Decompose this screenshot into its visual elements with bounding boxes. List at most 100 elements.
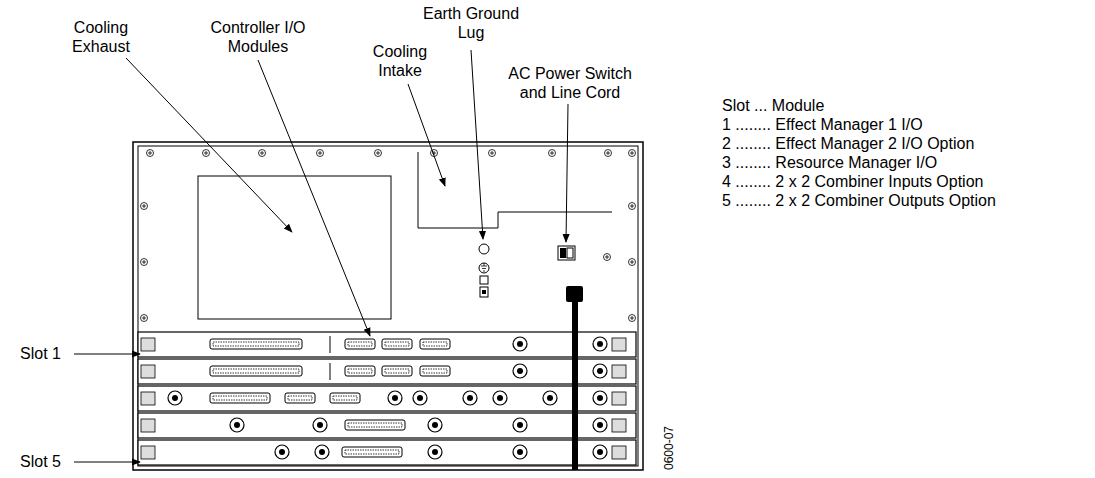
panel-graphic xyxy=(612,365,626,378)
panel-graphic xyxy=(547,395,553,401)
panel-graphic xyxy=(74,462,140,463)
callout-label: Earth Ground Lug xyxy=(416,4,526,42)
panel-graphic xyxy=(482,290,486,294)
panel-graphic xyxy=(141,338,155,351)
panel-graphic xyxy=(333,396,357,400)
legend-heading: Slot ... Module xyxy=(722,96,824,115)
panel-graphic xyxy=(275,445,289,459)
panel-graphic xyxy=(234,422,240,428)
panel-graphic xyxy=(612,338,626,351)
panel-graphic xyxy=(517,368,523,374)
panel-graphic xyxy=(348,369,372,373)
slot-entry: 5 ........ 2 x 2 Combiner Outputs Option xyxy=(722,191,996,210)
panel-graphic xyxy=(593,364,607,378)
panel-graphic xyxy=(428,445,442,459)
panel-graphic xyxy=(593,337,607,351)
panel-graphic xyxy=(141,419,155,432)
panel-graphic xyxy=(517,449,523,455)
panel-graphic xyxy=(629,150,636,157)
panel-graphic xyxy=(315,445,329,459)
panel-graphic xyxy=(172,395,178,401)
panel-graphic xyxy=(630,151,634,155)
panel-graphic xyxy=(550,151,554,155)
panel-graphic xyxy=(210,366,302,376)
panel-graphic xyxy=(606,151,610,155)
panel-graphic xyxy=(513,337,527,351)
panel-graphic xyxy=(549,150,556,157)
panel-graphic xyxy=(319,449,325,455)
panel-graphic xyxy=(493,391,507,405)
panel-graphic xyxy=(142,316,146,320)
panel-graphic xyxy=(138,332,636,465)
panel-graphic xyxy=(142,204,146,208)
panel-graphic xyxy=(612,446,626,459)
panel-graphic xyxy=(392,395,398,401)
panel-graphic xyxy=(597,422,603,428)
panel-graphic xyxy=(630,260,634,264)
panel-graphic xyxy=(382,366,412,376)
panel-graphic xyxy=(330,393,360,403)
panel-graphic xyxy=(210,339,302,349)
panel-graphic xyxy=(630,316,634,320)
panel-graphic xyxy=(572,302,578,470)
panel-graphic xyxy=(141,392,155,405)
panel-graphic xyxy=(279,449,285,455)
panel-graphic xyxy=(141,203,148,210)
panel-graphic xyxy=(330,336,331,353)
panel-graphic xyxy=(126,58,292,232)
panel-graphic xyxy=(480,287,488,297)
panel-graphic xyxy=(432,449,438,455)
panel-graphic xyxy=(517,341,523,347)
panel-graphic xyxy=(420,339,450,349)
panel-graphic xyxy=(317,422,323,428)
panel-graphic xyxy=(382,339,412,349)
panel-graphic xyxy=(513,445,527,459)
panel-graphic xyxy=(345,339,375,349)
figure-number: 0600-07 xyxy=(662,426,676,470)
panel-graphic xyxy=(593,391,607,405)
panel-graphic xyxy=(517,422,523,428)
panel-graphic xyxy=(567,248,573,258)
panel-graphic xyxy=(612,392,626,405)
slot-label: Slot 5 xyxy=(20,452,61,471)
panel-graphic xyxy=(168,391,182,405)
panel-graphic xyxy=(420,366,450,376)
panel-graphic xyxy=(138,146,638,466)
panel-graphic xyxy=(385,369,409,373)
panel-graphic xyxy=(317,150,324,157)
panel-graphic xyxy=(418,152,612,228)
panel-graphic xyxy=(141,315,148,322)
panel-graphic xyxy=(375,150,382,157)
panel-graphic xyxy=(348,423,402,427)
panel-graphic xyxy=(481,263,487,271)
panel-graphic xyxy=(560,248,566,258)
panel-graphic xyxy=(463,391,477,405)
panel-graphic xyxy=(138,440,636,465)
panel-graphic xyxy=(566,104,568,242)
panel-graphic xyxy=(138,413,636,438)
panel-graphic xyxy=(74,354,140,355)
panel-graphic xyxy=(348,342,372,346)
panel-graphic xyxy=(629,259,636,266)
panel-graphic xyxy=(213,369,299,373)
panel-graphic xyxy=(479,263,489,273)
panel-graphic xyxy=(423,342,447,346)
panel-graphic xyxy=(213,342,299,346)
panel-graphic xyxy=(142,260,146,264)
callout-label: Cooling Intake xyxy=(360,42,440,80)
panel-graphic xyxy=(423,369,447,373)
panel-graphic xyxy=(342,447,402,457)
panel-graphic xyxy=(490,151,494,155)
panel-graphic xyxy=(417,395,423,401)
panel-graphic xyxy=(489,150,496,157)
panel-graphic xyxy=(604,254,611,261)
panel-graphic xyxy=(138,359,636,384)
panel-graphic xyxy=(543,391,557,405)
panel-graphic xyxy=(330,363,331,380)
callout-label: Cooling Exhaust xyxy=(51,18,151,56)
panel-graphic xyxy=(629,203,636,210)
panel-graphic xyxy=(198,176,391,319)
panel-graphic xyxy=(285,393,315,403)
panel-graphic xyxy=(388,391,402,405)
panel-graphic xyxy=(513,418,527,432)
